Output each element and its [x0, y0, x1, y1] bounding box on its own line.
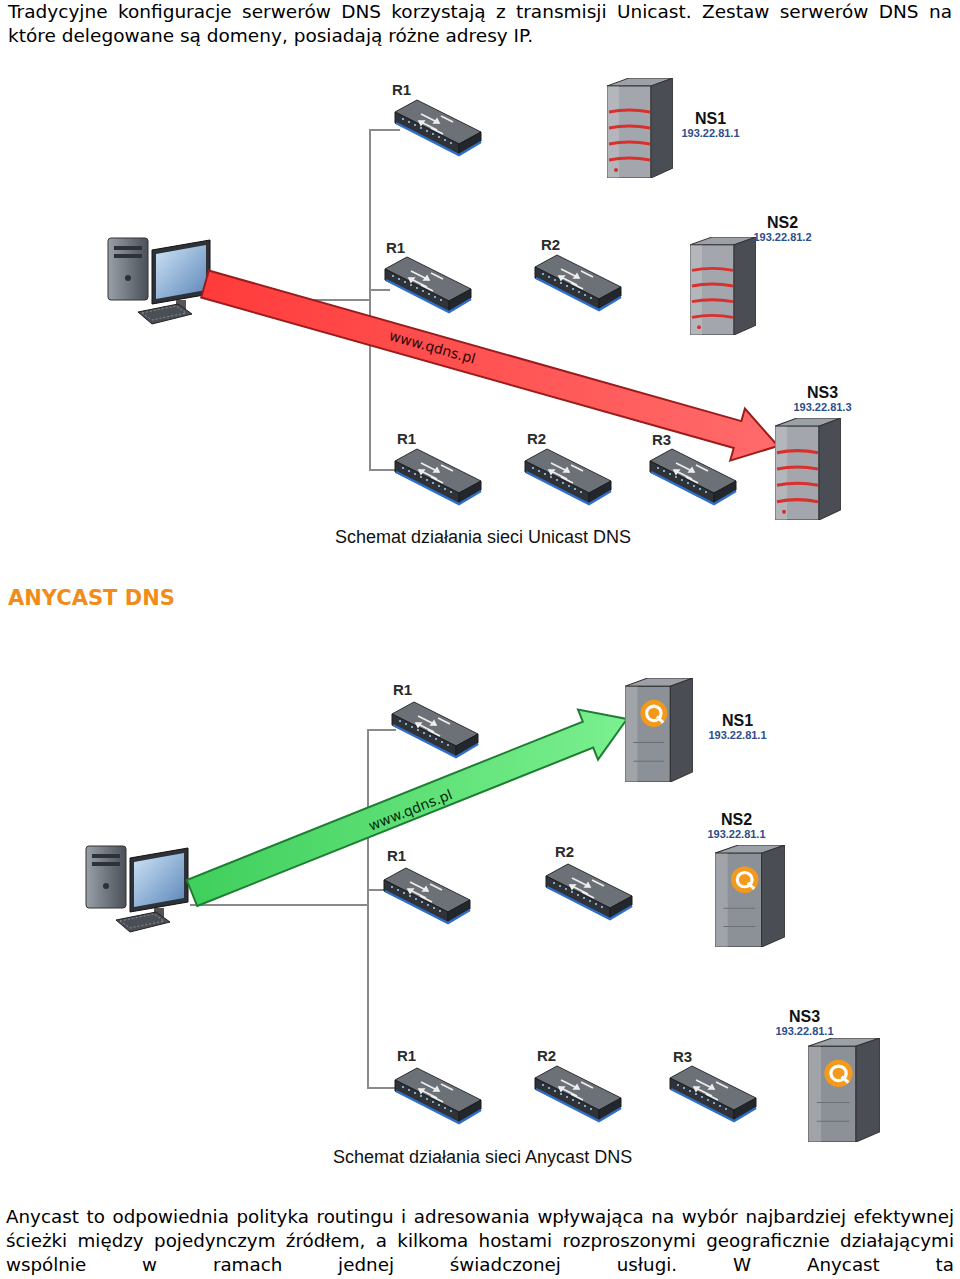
computer-icon: [86, 846, 188, 932]
body-paragraph: Anycast to odpowiednia polityka routingu…: [6, 1205, 954, 1277]
router-icon: [393, 447, 483, 511]
intro-paragraph: Tradycyjne konfiguracje serwerów DNS kor…: [8, 0, 952, 48]
server-node: NS1193.22.81.1: [708, 712, 767, 742]
ip-address: 193.22.81.1: [707, 828, 766, 841]
router-icon: [383, 255, 473, 319]
server-icon: [715, 845, 785, 951]
router-icon: [648, 447, 738, 511]
router-icon: [390, 700, 480, 764]
server-name: NS3: [775, 1008, 834, 1025]
router-icon: [393, 1066, 483, 1130]
server-icon: [808, 1038, 880, 1146]
router-icon: [533, 253, 623, 317]
server-icon: [775, 418, 841, 524]
router-icon: [393, 98, 483, 162]
router-node: R1: [393, 682, 413, 698]
server-node: NS3193.22.81.1: [775, 1008, 834, 1038]
router-label: R2: [527, 431, 547, 447]
router-node: R1: [397, 1048, 417, 1064]
router-icon: [544, 862, 634, 926]
server-node: NS3193.22.81.3: [793, 384, 852, 414]
domain-label: www.qdns.pl: [366, 786, 454, 834]
server-icon: [607, 78, 673, 182]
router-node: R3: [673, 1049, 693, 1065]
server-name: NS1: [681, 110, 740, 127]
router-node: R3: [652, 432, 672, 448]
router-label: R1: [397, 1048, 417, 1064]
server-name: NS3: [793, 384, 852, 401]
router-label: R3: [652, 432, 672, 448]
figure-caption: Schemat działania sieci Anycast DNS: [333, 1147, 632, 1168]
server-name: NS1: [708, 712, 767, 729]
domain-label: www.qdns.pl: [387, 327, 477, 366]
router-label: R3: [673, 1049, 693, 1065]
router-label: R1: [392, 82, 412, 98]
ip-address: 193.22.81.3: [793, 401, 852, 414]
router-node: R1: [392, 82, 412, 98]
ip-address: 193.22.81.1: [775, 1025, 834, 1038]
router-icon: [533, 1064, 623, 1128]
router-node: R1: [387, 848, 407, 864]
router-label: R1: [386, 240, 406, 256]
server-node: NS2193.22.81.1: [707, 811, 766, 841]
router-label: R1: [387, 848, 407, 864]
router-node: R2: [541, 237, 561, 253]
ip-address: 193.22.81.1: [681, 127, 740, 140]
router-icon: [523, 447, 613, 511]
router-node: R2: [537, 1048, 557, 1064]
router-label: R2: [555, 844, 575, 860]
server-icon: [625, 678, 693, 786]
server-name: NS2: [753, 214, 812, 231]
computer-icon: [108, 238, 210, 324]
router-node: R2: [527, 431, 547, 447]
router-node: R1: [386, 240, 406, 256]
server-node: NS2193.22.81.2: [753, 214, 812, 244]
router-node: R2: [555, 844, 575, 860]
section-heading: ANYCAST DNS: [8, 586, 175, 610]
router-node: R1: [397, 431, 417, 447]
router-label: R2: [541, 237, 561, 253]
server-icon: [690, 237, 756, 339]
server-node: NS1193.22.81.1: [681, 110, 740, 140]
server-name: NS2: [707, 811, 766, 828]
figure-caption: Schemat działania sieci Unicast DNS: [335, 527, 631, 548]
router-label: R1: [397, 431, 417, 447]
router-icon: [382, 866, 472, 930]
router-label: R2: [537, 1048, 557, 1064]
router-icon: [668, 1064, 758, 1128]
ip-address: 193.22.81.1: [708, 729, 767, 742]
ip-address: 193.22.81.2: [753, 231, 812, 244]
router-label: R1: [393, 682, 413, 698]
